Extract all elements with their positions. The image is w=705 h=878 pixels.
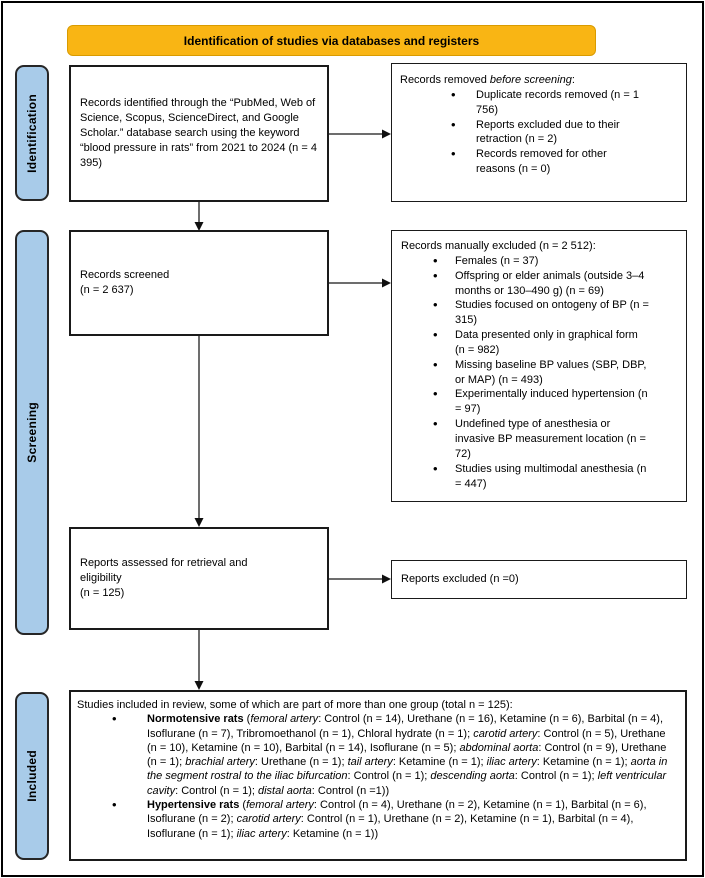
- text-segment: Records removed: [400, 74, 490, 86]
- text-line: (n = 2 637): [80, 284, 134, 296]
- records-manually-excluded-bullets: Females (n = 37)Offspring or elder anima…: [401, 254, 680, 492]
- title-banner: Identification of studies via databases …: [67, 25, 596, 56]
- text-segment: : Control (n = 9), Urethane (n = 1);: [147, 741, 667, 769]
- reports-excluded-text: Reports excluded (n =0): [401, 573, 519, 586]
- arrow-identified-to-removed: [329, 129, 391, 139]
- text-line: Reports assessed for retrieval and: [80, 557, 248, 570]
- text-segment: (: [243, 713, 251, 726]
- records-removed-bullets: Duplicate records removed (n = 1 756)Rep…: [400, 88, 678, 177]
- bullet-item: Studies focused on ontogeny of BP (n = 3…: [433, 298, 650, 328]
- text-segment: : Control (n =1)): [311, 784, 390, 797]
- stage-label-included: Included: [25, 750, 39, 802]
- stage-bar-included: Included: [15, 692, 49, 860]
- text-segment: : Control (n = 4), Urethane (n = 2), Ket…: [147, 799, 647, 826]
- title-banner-label: Identification of studies via databases …: [183, 33, 480, 48]
- text-line: (n = 125): [80, 586, 125, 599]
- text-segment: before screening: [489, 74, 572, 86]
- bullet-item: Offspring or elder animals (outside 3–4 …: [433, 269, 650, 299]
- text-segment: Normotensive rats: [147, 713, 244, 726]
- text-segment: : Control (n = 5), Urethane (n = 10), Ke…: [147, 727, 666, 754]
- text-segment: femoral artery: [246, 799, 314, 812]
- text-segment: carotid artery: [236, 813, 301, 826]
- records-manually-excluded-box: Records manually excluded (n = 2 512): F…: [391, 230, 687, 502]
- text-segment: : Control (n = 1);: [347, 770, 431, 783]
- bullet-item: Duplicate records removed (n = 1 756): [451, 88, 648, 118]
- text-segment: abdominal aorta: [459, 741, 539, 754]
- arrow-identified-to-screened: [194, 202, 204, 231]
- text-segment: iliac artery: [236, 827, 287, 840]
- text-segment: brachial artery: [185, 756, 255, 769]
- bullet-item: Females (n = 37): [433, 254, 650, 269]
- bullet-item: Studies using multimodal anesthesia (n =…: [433, 462, 650, 492]
- bullet-item: Undefined type of anesthesia or invasive…: [433, 417, 650, 462]
- text-segment: distal aorta: [257, 784, 312, 797]
- reports-assessed-box: Reports assessed for retrieval and eligib…: [69, 527, 329, 630]
- text-segment: carotid artery: [473, 727, 538, 740]
- bullet-item: Missing baseline BP values (SBP, DBP, or…: [433, 358, 650, 388]
- records-screened-text: Records screened (n = 2 637): [80, 268, 169, 298]
- records-removed-heading: Records removed before screening:: [400, 73, 678, 88]
- stage-label-identification: Identification: [25, 93, 39, 173]
- text-line: eligibility: [80, 572, 122, 585]
- text-segment: descending aorta: [430, 770, 515, 783]
- bullet-item: Experimentally induced hypertension (n =…: [433, 387, 650, 417]
- text-segment: : Control (n = 1);: [514, 770, 598, 783]
- stage-bar-identification: Identification: [15, 65, 49, 201]
- arrow-screened-to-excluded: [329, 278, 391, 288]
- text-segment: : Control (n = 14), Urethane (n = 16), K…: [147, 713, 664, 740]
- records-identified-text: Records identified through the “PubMed, …: [80, 97, 317, 169]
- text-segment: tail artery: [347, 756, 393, 769]
- arrow-screened-to-assessed: [194, 336, 204, 527]
- text-segment: Hypertensive rats: [147, 799, 240, 812]
- records-screened-box: Records screened (n = 2 637): [69, 230, 329, 336]
- studies-included-intro: Studies included in review, some of whic…: [77, 699, 513, 711]
- reports-assessed-text: Reports assessed for retrieval and eligib…: [80, 556, 248, 601]
- arrow-assessed-to-reports-excluded: [329, 574, 391, 584]
- reports-excluded-box: Reports excluded (n =0): [391, 560, 687, 599]
- stage-label-screening: Screening: [25, 402, 39, 463]
- text-segment: iliac artery: [486, 756, 537, 769]
- text-segment: (: [239, 799, 247, 812]
- bullet-item: Normotensive rats (femoral artery: Contr…: [112, 712, 673, 798]
- bullet-item: Data presented only in graphical form (n…: [433, 328, 650, 358]
- bullet-item: Hypertensive rats (femoral artery: Contr…: [112, 798, 673, 841]
- text-line: Records screened: [80, 269, 170, 282]
- text-segment: : Ketamine (n = 1)): [286, 827, 379, 840]
- bullet-item: Reports excluded due to their retraction…: [451, 118, 648, 148]
- text-segment: :: [571, 74, 575, 86]
- arrow-assessed-to-included: [194, 630, 204, 690]
- records-manually-excluded-heading: Records manually excluded (n = 2 512):: [401, 240, 596, 252]
- text-segment: left ventricular cavity: [147, 770, 667, 797]
- records-removed-box: Records removed before screening: Duplic…: [391, 63, 687, 202]
- text-segment: : Urethane (n = 1);: [254, 756, 348, 769]
- studies-included-box: Studies included in review, some of whic…: [69, 690, 687, 861]
- studies-included-bullets: Normotensive rats (femoral artery: Contr…: [77, 712, 677, 841]
- text-segment: : Control (n = 1), Urethane (n = 2), Ket…: [147, 813, 634, 840]
- text-segment: aorta in the segment rostral to the ilia…: [147, 756, 668, 783]
- bullet-item: Records removed for other reasons (n = 0…: [451, 147, 648, 177]
- text-segment: femoral artery: [250, 713, 319, 726]
- stage-bar-screening: Screening: [15, 230, 49, 635]
- text-segment: : Ketamine (n = 1);: [392, 756, 487, 769]
- records-identified-box: Records identified through the “PubMed, …: [69, 65, 329, 202]
- text-segment: : Ketamine (n = 1);: [536, 756, 631, 769]
- text-segment: : Control (n = 1);: [175, 784, 258, 797]
